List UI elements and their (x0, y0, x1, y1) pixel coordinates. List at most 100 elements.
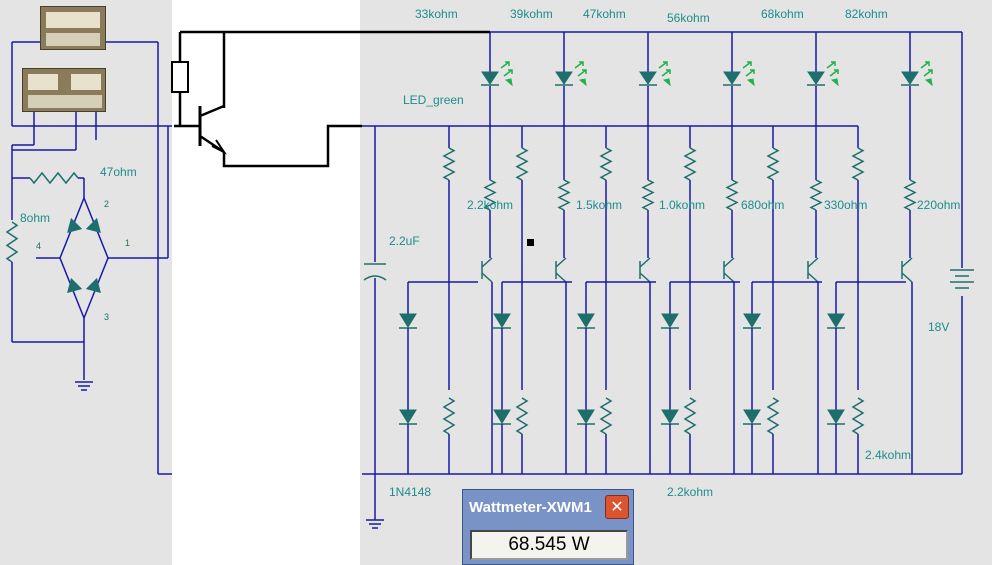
close-icon[interactable]: ✕ (605, 495, 629, 519)
wattmeter-window[interactable]: Wattmeter-XWM1 ✕ 68.545 W (462, 489, 634, 565)
bridge-outline (59, 195, 109, 321)
label-r-680: 680ohm (741, 198, 785, 212)
led-glow-1 (578, 78, 587, 87)
res-mid-2 (641, 179, 655, 211)
led-glow-5 (924, 78, 933, 87)
led-arrow-a-5 (920, 61, 930, 69)
diode-lower-4 (743, 409, 761, 424)
res-base-0 (442, 147, 456, 181)
led-glow-0 (504, 78, 513, 87)
res-low-3 (683, 397, 697, 435)
transistor-1-emitter (555, 272, 567, 283)
led-arrow-b-4 (829, 69, 839, 77)
label-r-330: 330ohm (824, 198, 868, 212)
led-1 (555, 71, 573, 85)
res-base-5 (851, 147, 865, 181)
label-r-1.5k: 1.5kohm (576, 198, 623, 212)
led-arrow-b-1 (577, 69, 587, 77)
led-glow-4 (830, 78, 839, 87)
label-capacitor: 2.2uF (389, 234, 420, 248)
label-r-39k: 39kohm (510, 7, 553, 21)
led-arrow-a-3 (742, 61, 752, 69)
res-base-2 (599, 147, 613, 181)
bridge-diode-2 (67, 277, 83, 293)
led-0 (481, 71, 499, 85)
cap-plate-bot (363, 275, 387, 281)
wattmeter-reading: 68.545 W (470, 530, 628, 560)
res-low-4 (766, 397, 780, 435)
led-3 (723, 71, 741, 85)
led-arrow-b-2 (661, 69, 671, 77)
diode-upper-2 (577, 313, 595, 328)
res-base-3 (683, 147, 697, 181)
led-glow-3 (746, 78, 755, 87)
bridge-diode-3 (85, 277, 101, 293)
led-arrow-b-3 (745, 69, 755, 77)
resistor-47ohm (29, 171, 79, 185)
label-r-68k: 68kohm (761, 7, 804, 21)
res-mid-1 (557, 179, 571, 211)
label-battery-18v: 18V (928, 320, 950, 334)
diode-lower-5 (827, 409, 845, 424)
led-glow-2 (662, 78, 671, 87)
label-r-82k: 82kohm (845, 7, 888, 21)
transistor-2-emitter (639, 272, 651, 283)
led-arrow-a-4 (826, 61, 836, 69)
label-r-8ohm: 8ohm (20, 211, 51, 225)
led-arrow-b-0 (503, 69, 513, 77)
selection-marker (527, 239, 534, 246)
led-5 (901, 71, 919, 85)
bridge-pin-3: 3 (104, 312, 110, 322)
led-4 (807, 71, 825, 85)
transistor-5-emitter (901, 272, 913, 283)
res-mid-5 (903, 179, 917, 211)
res-base-4 (766, 147, 780, 181)
transistor-5-collector (901, 257, 913, 268)
res-low-5 (851, 397, 865, 435)
label-r-47ohm: 47ohm (100, 165, 137, 179)
led-arrow-a-1 (574, 61, 584, 69)
led-arrow-b-5 (923, 69, 933, 77)
label-r-1.0k: 1.0kohm (659, 198, 706, 212)
label-r-56k: 56kohm (667, 11, 710, 25)
bridge-diode-0 (67, 217, 83, 233)
multimeter-instrument[interactable] (22, 68, 106, 112)
transistor-4-collector (807, 257, 819, 268)
res-base-1 (515, 147, 529, 181)
label-r-2.2k-bottom: 2.2kohm (667, 485, 714, 499)
label-r-33k: 33kohm (415, 7, 458, 21)
blank-overlay-region (172, 0, 360, 565)
led-2 (639, 71, 657, 85)
diode-lower-0 (399, 409, 417, 424)
bridge-pin-4: 4 (36, 241, 42, 251)
label-r-2.2k-mid: 2.2kohm (467, 198, 514, 212)
diode-upper-0 (399, 313, 417, 328)
diode-lower-3 (661, 409, 679, 424)
led-arrow-a-0 (500, 61, 510, 69)
diode-lower-2 (577, 409, 595, 424)
res-mid-3 (725, 179, 739, 211)
label-diode-1n4148: 1N4148 (389, 485, 432, 499)
transistor-4-emitter (807, 272, 819, 283)
transistor-2-collector (639, 257, 651, 268)
transistor-3-collector (723, 257, 735, 268)
diode-upper-1 (493, 313, 511, 328)
diode-lower-1 (493, 409, 511, 424)
label-r-47k: 47kohm (583, 7, 626, 21)
led-arrow-a-2 (658, 61, 668, 69)
res-low-1 (515, 397, 529, 435)
diode-upper-4 (743, 313, 761, 328)
bridge-diode-1 (85, 217, 101, 233)
function-generator-instrument[interactable] (40, 6, 106, 50)
label-r-2.4k: 2.4kohm (865, 448, 912, 462)
resistor-8ohm (5, 221, 19, 263)
transistor-0-collector (481, 257, 493, 268)
transistor-1-collector (555, 257, 567, 268)
diode-upper-3 (661, 313, 679, 328)
res-mid-0 (483, 179, 497, 211)
transistor-0-emitter (481, 272, 493, 283)
wattmeter-title: Wattmeter-XWM1 (469, 499, 592, 516)
label-r-220: 220ohm (917, 198, 961, 212)
